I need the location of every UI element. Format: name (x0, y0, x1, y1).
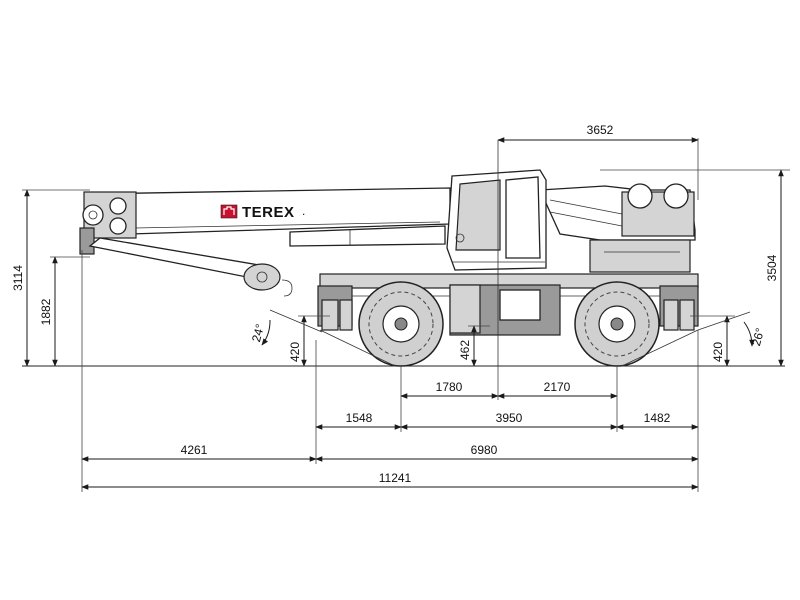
dim-11241: 11241 (379, 471, 412, 485)
hook-jib (88, 237, 266, 281)
crane-illustration: TEREX . (79, 140, 699, 367)
operator-cab (446, 169, 547, 271)
dim-3652: 3652 (587, 123, 614, 137)
lift-cylinder (289, 225, 446, 247)
dim-angle-24: 24° (249, 322, 267, 343)
boom-head (79, 191, 137, 255)
front-wheel (358, 281, 444, 367)
dim-420-front: 420 (288, 342, 302, 362)
dim-4261: 4261 (181, 443, 208, 457)
dim-1548: 1548 (346, 411, 373, 425)
dimension-lines (22, 137, 790, 492)
hook-block (243, 263, 293, 297)
dimension-labels: 3652 3504 3114 1882 24° 420 462 420 26° … (11, 123, 779, 485)
rear-wheel (574, 281, 660, 367)
dim-angle-26: 26° (749, 326, 767, 347)
dim-6980: 6980 (471, 443, 498, 457)
carrier-chassis (317, 140, 699, 366)
dim-420-rear: 420 (711, 342, 725, 362)
brand-name: TEREX (242, 204, 295, 221)
terex-logo: TEREX . (220, 204, 305, 221)
dim-3950: 3950 (496, 411, 523, 425)
dim-2170: 2170 (544, 380, 571, 394)
superstructure (539, 183, 696, 273)
brand-mark: . (302, 204, 305, 218)
dim-462: 462 (458, 340, 472, 360)
dim-1780: 1780 (436, 380, 463, 394)
dim-1882: 1882 (39, 298, 53, 325)
dim-1482: 1482 (644, 411, 671, 425)
dim-3504: 3504 (765, 254, 779, 281)
dim-3114: 3114 (11, 265, 25, 291)
